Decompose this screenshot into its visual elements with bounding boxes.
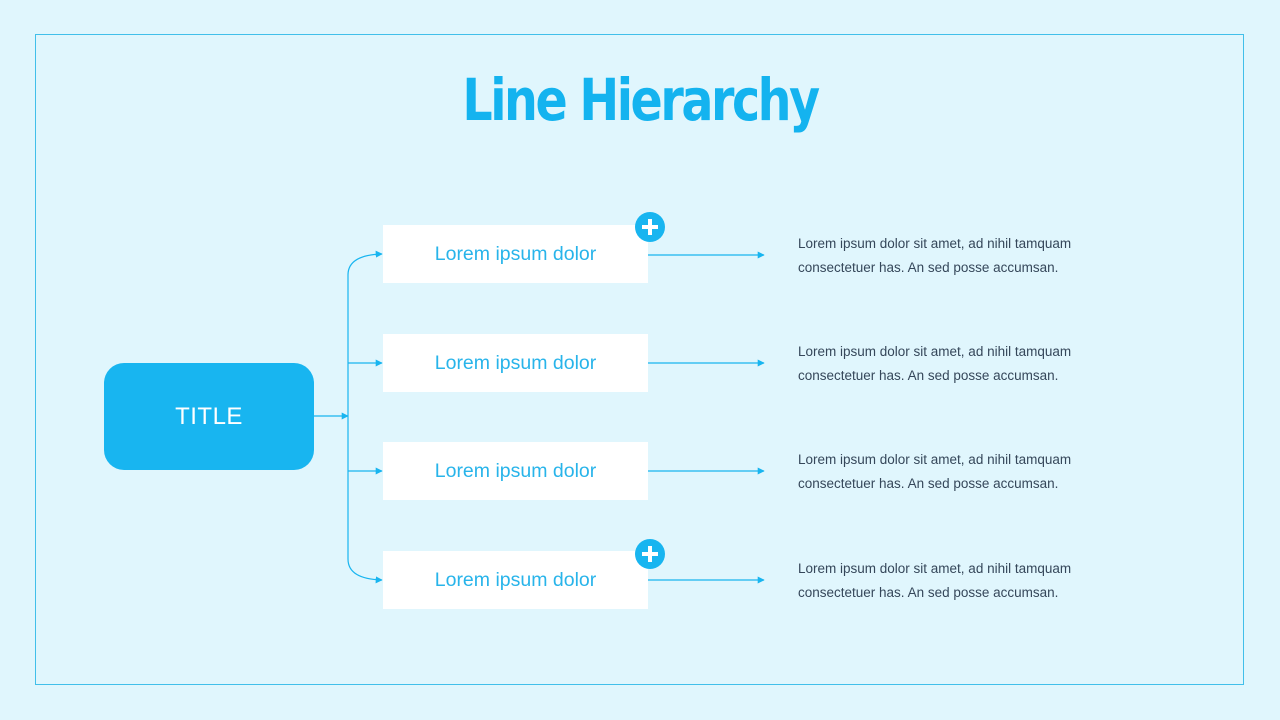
branch-node-2: Lorem ipsum dolor — [383, 334, 648, 392]
branch-node-label: Lorem ipsum dolor — [434, 568, 597, 591]
root-node-label: TITLE — [175, 402, 243, 430]
plus-icon — [635, 539, 665, 569]
description-line: consectetuer has. An sed posse accumsan. — [798, 368, 1059, 383]
slide-frame — [35, 34, 1244, 685]
branch-node-3: Lorem ipsum dolor — [383, 442, 648, 500]
description-line: consectetuer has. An sed posse accumsan. — [798, 585, 1059, 600]
branch-description-4: Lorem ipsum dolor sit amet, ad nihil tam… — [798, 557, 1138, 605]
branch-node-label: Lorem ipsum dolor — [434, 351, 597, 374]
description-line: Lorem ipsum dolor sit amet, ad nihil tam… — [798, 452, 1072, 467]
plus-icon — [635, 212, 665, 242]
branch-description-2: Lorem ipsum dolor sit amet, ad nihil tam… — [798, 340, 1138, 388]
branch-node-label: Lorem ipsum dolor — [434, 459, 597, 482]
branch-connector-4 — [347, 416, 383, 584]
branch-node-4: Lorem ipsum dolor — [383, 551, 648, 609]
description-line: consectetuer has. An sed posse accumsan. — [798, 476, 1059, 491]
branch-description-1: Lorem ipsum dolor sit amet, ad nihil tam… — [798, 232, 1138, 280]
branch-node-1: Lorem ipsum dolor — [383, 225, 648, 283]
branch-description-3: Lorem ipsum dolor sit amet, ad nihil tam… — [798, 448, 1138, 496]
slide-title: Line Hierarchy — [462, 66, 820, 134]
branch-connector-1 — [347, 250, 383, 416]
description-line: Lorem ipsum dolor sit amet, ad nihil tam… — [798, 344, 1072, 359]
root-node: TITLE — [104, 363, 314, 470]
description-line: Lorem ipsum dolor sit amet, ad nihil tam… — [798, 236, 1072, 251]
description-line: Lorem ipsum dolor sit amet, ad nihil tam… — [798, 561, 1072, 576]
description-line: consectetuer has. An sed posse accumsan. — [798, 260, 1059, 275]
branch-node-label: Lorem ipsum dolor — [434, 242, 597, 265]
